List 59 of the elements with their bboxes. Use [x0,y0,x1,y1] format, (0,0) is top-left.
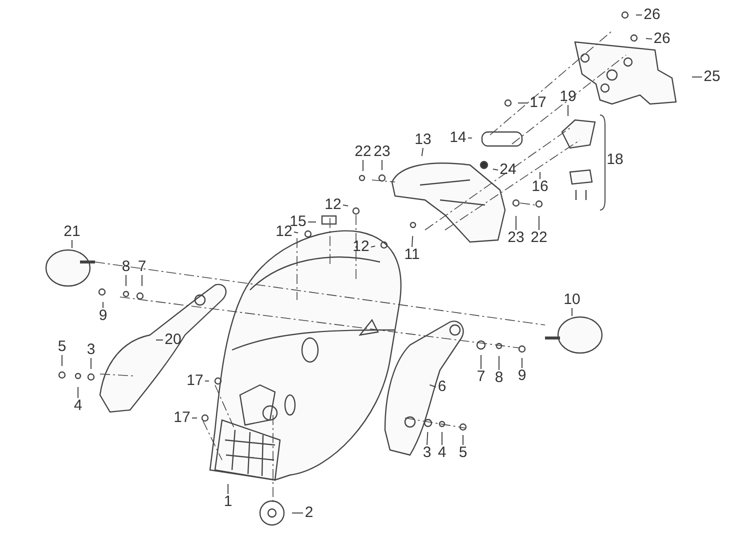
callout-number: 1 [224,494,232,510]
callout-number: 7 [476,369,486,385]
leader-line [204,380,210,382]
callout-number: 17 [530,95,546,111]
leader-line [645,38,652,40]
callout-number: 3 [422,445,432,461]
leader-line [480,354,482,370]
callout-number: 5 [458,445,468,461]
callout-number: 25 [704,69,720,85]
callout-number: 26 [644,7,660,23]
callout-number: 9 [98,308,108,324]
callout-number: 8 [122,259,130,275]
leader-line [362,160,364,172]
callout-number: 22 [530,230,548,246]
callout-number: 10 [564,292,580,308]
callout-number: 19 [560,89,576,105]
callout-number: 6 [438,379,446,395]
callout-number: 20 [164,332,182,348]
callout-number: 14 [450,130,466,146]
callout-number: 16 [532,179,548,195]
callout-number: 24 [500,162,516,178]
leader-line [294,232,299,234]
leader-line [518,102,528,104]
callout-number: 22 [354,144,372,160]
leader-line [462,434,464,446]
callout-number: 13 [414,132,432,148]
callout-number: 17 [186,373,204,389]
callout-number: 4 [74,398,82,414]
leader-line [342,204,349,206]
callout-number: 3 [86,342,96,358]
callout-number: 4 [438,445,446,461]
callout-number: 7 [138,259,146,275]
leader-line [412,236,414,248]
callout-number: 11 [404,247,420,263]
callout-number: 12 [352,239,370,255]
callout-number: 12 [276,224,292,240]
leader-line [692,76,702,78]
leader-line [498,356,500,370]
leader-line [429,384,436,388]
callout-number: 18 [606,152,624,168]
callout-number: 5 [58,339,66,355]
callout-number: 26 [654,31,670,47]
leader-line [90,358,92,370]
callout-number: 23 [508,230,524,246]
callout-number: 12 [324,197,342,213]
callout-number: 8 [494,370,504,386]
leader-line [102,302,104,308]
leader-line [370,246,376,248]
leader-line [426,432,428,446]
leader-line [292,512,304,514]
callout-number: 2 [304,505,314,521]
leader-line [421,148,424,157]
leader-line [636,14,642,16]
callout-number: 17 [174,410,190,426]
callout-number: 9 [518,368,526,384]
callout-number: 21 [64,224,80,240]
leader-line [538,216,540,230]
callout-number: 23 [374,144,390,160]
leader-line [492,168,498,170]
